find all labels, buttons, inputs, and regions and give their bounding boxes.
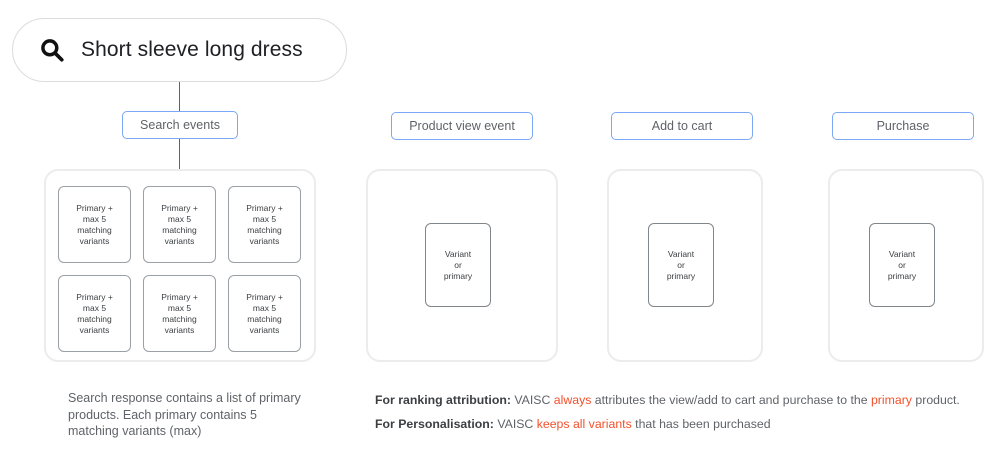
note-title: For Personalisation: <box>375 417 494 431</box>
grid-box[interactable]: Primary + max 5 matching variants <box>58 275 131 352</box>
note-highlight: keeps all variants <box>536 417 632 431</box>
connector-searchbar-to-label <box>179 82 180 111</box>
pill-label: Add to cart <box>651 119 713 133</box>
pill-add-to-cart[interactable]: Add to cart <box>611 112 753 140</box>
grid-box[interactable]: Primary + max 5 matching variants <box>143 186 216 263</box>
caption-search-response: Search response contains a list of prima… <box>68 391 301 438</box>
connector-label-to-card <box>179 139 180 169</box>
variant-box-text: Variant or primary <box>666 248 696 281</box>
pill-label: Product view event <box>409 119 515 133</box>
pill-purchase[interactable]: Purchase <box>832 112 974 140</box>
grid-box[interactable]: Primary + max 5 matching variants <box>58 186 131 263</box>
variant-box-text: Variant or primary <box>887 248 917 281</box>
notes-block: For ranking attribution: VAISC always at… <box>375 392 987 440</box>
note-ranking-attribution: For ranking attribution: VAISC always at… <box>375 393 960 407</box>
grid-box-text: Primary + max 5 matching variants <box>161 291 198 335</box>
search-icon <box>41 39 64 62</box>
pill-search-events[interactable]: Search events <box>122 111 238 139</box>
grid-box-text: Primary + max 5 matching variants <box>161 202 198 246</box>
pill-label: Purchase <box>876 119 930 133</box>
grid-box-text: Primary + max 5 matching variants <box>76 291 113 335</box>
grid-box-text: Primary + max 5 matching variants <box>246 291 283 335</box>
variant-box-text: Variant or primary <box>443 248 473 281</box>
search-bar[interactable]: Short sleeve long dress <box>12 18 347 82</box>
grid-box-text: Primary + max 5 matching variants <box>246 202 283 246</box>
pill-product-view-event[interactable]: Product view event <box>391 112 533 140</box>
grid-box-text: Primary + max 5 matching variants <box>76 202 113 246</box>
search-events-variant-grid: Primary + max 5 matching variants Primar… <box>58 186 301 352</box>
grid-box[interactable]: Primary + max 5 matching variants <box>143 275 216 352</box>
variant-box-purchase[interactable]: Variant or primary <box>869 223 935 307</box>
variant-box-product-view[interactable]: Variant or primary <box>425 223 491 307</box>
note-highlight: primary <box>870 393 912 407</box>
note-highlight: always <box>553 393 592 407</box>
grid-box[interactable]: Primary + max 5 matching variants <box>228 275 301 352</box>
grid-box[interactable]: Primary + max 5 matching variants <box>228 186 301 263</box>
pill-label: Search events <box>140 118 220 132</box>
variant-box-add-to-cart[interactable]: Variant or primary <box>648 223 714 307</box>
note-title: For ranking attribution: <box>375 393 511 407</box>
note-personalisation: For Personalisation: VAISC keeps all var… <box>375 417 771 431</box>
search-query-text: Short sleeve long dress <box>81 38 303 61</box>
